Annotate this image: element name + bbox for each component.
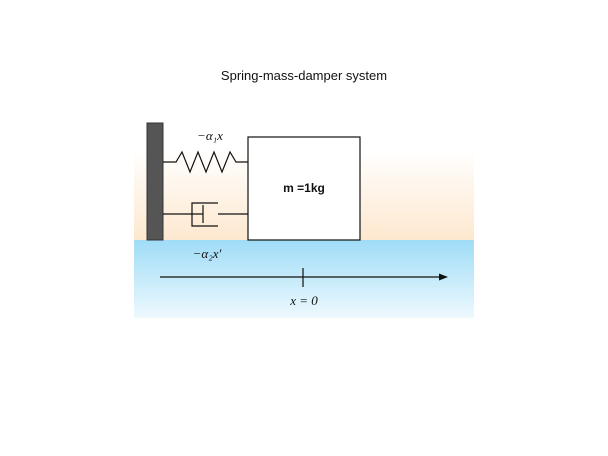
floor-background (134, 240, 474, 318)
damper-force-label: −α₂x′ (193, 246, 222, 261)
mass-label: m =1kg (283, 181, 325, 195)
damper (163, 202, 248, 227)
axis-arrowhead (439, 273, 448, 281)
mass-block (247, 136, 361, 241)
spring (163, 150, 248, 174)
wall (146, 122, 164, 241)
diagram-title: Spring-mass-damper system (221, 68, 387, 83)
spring-force-label: −α₁x (197, 128, 223, 143)
origin-label: x = 0 (289, 293, 318, 308)
